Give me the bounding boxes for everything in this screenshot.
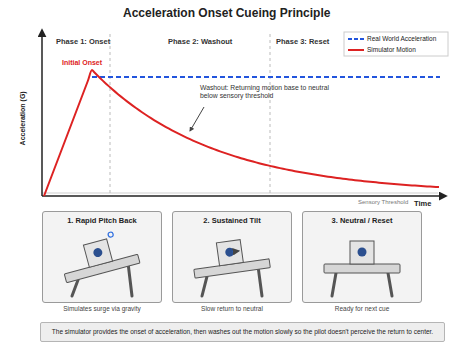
panel-title: 3. Neutral / Reset	[303, 212, 421, 225]
phase-label: Phase 1: Onset	[56, 37, 110, 46]
legend-line	[348, 49, 364, 51]
platform-base	[324, 264, 400, 273]
x-axis	[42, 195, 446, 197]
legend-entry: Simulator Motion	[367, 46, 416, 53]
simulator-curve	[44, 70, 439, 196]
phase-divider	[110, 34, 111, 196]
annotation-arrow	[190, 107, 204, 131]
cue-mark	[108, 232, 114, 238]
stage-panel: 3. Neutral / ResetReady for next cue	[302, 211, 422, 303]
annotation-note: Washout: Returning motion base to neutra…	[200, 84, 340, 101]
panel-ground	[302, 211, 422, 303]
peak-label: Initial Onset	[62, 59, 102, 68]
phase-label: Phase 3: Reset	[276, 37, 329, 46]
actuator-leg	[72, 280, 78, 296]
phase-divider	[270, 34, 271, 196]
motion-platform	[191, 236, 271, 278]
phase-label: Phase 2: Washout	[168, 37, 232, 46]
threshold-line	[42, 193, 438, 194]
panel-title: 2. Sustained Tilt	[173, 212, 291, 225]
legend-entry: Real World Acceleration	[367, 35, 436, 42]
pilot-dot	[92, 247, 103, 258]
panel-caption: Slow return to neutral	[173, 305, 291, 312]
panel-ground	[42, 211, 162, 303]
axis-label: Time	[414, 199, 431, 208]
cue-mark	[233, 250, 239, 252]
cabin	[216, 240, 243, 266]
cabin	[83, 239, 112, 267]
panel-caption: Ready for next cue	[303, 305, 421, 312]
pilot-dot	[358, 248, 367, 257]
panel-title: 1. Rapid Pitch Back	[43, 212, 161, 225]
threshold-label: Sensory Threshold	[358, 199, 408, 207]
actuator-leg	[128, 266, 132, 296]
panel-ground	[172, 211, 292, 303]
stage-panel: 2. Sustained TiltSlow return to neutral	[172, 211, 292, 303]
actuator-leg	[258, 269, 262, 296]
chart-title: Acceleration Onset Cueing Principle	[123, 6, 330, 20]
legend-line	[348, 38, 364, 40]
legend-box	[344, 32, 448, 56]
stage-panel: 1. Rapid Pitch BackSimulates surge via g…	[42, 211, 162, 303]
legend-text: Simulator Motion	[367, 46, 416, 53]
motion-platform	[324, 241, 400, 273]
real-world-line	[92, 76, 440, 78]
legend-text: Real World Acceleration	[367, 35, 436, 42]
axis-label: Acceleration (G)	[19, 91, 28, 145]
caption-bar: The simulator provides the onset of acce…	[40, 322, 445, 342]
panel-caption: Simulates surge via gravity	[43, 305, 161, 312]
actuator-leg	[202, 277, 207, 296]
actuator-leg	[332, 273, 336, 296]
actuator-leg	[388, 273, 392, 296]
motion-platform	[57, 227, 140, 283]
cabin	[350, 241, 374, 264]
y-axis	[41, 30, 43, 196]
